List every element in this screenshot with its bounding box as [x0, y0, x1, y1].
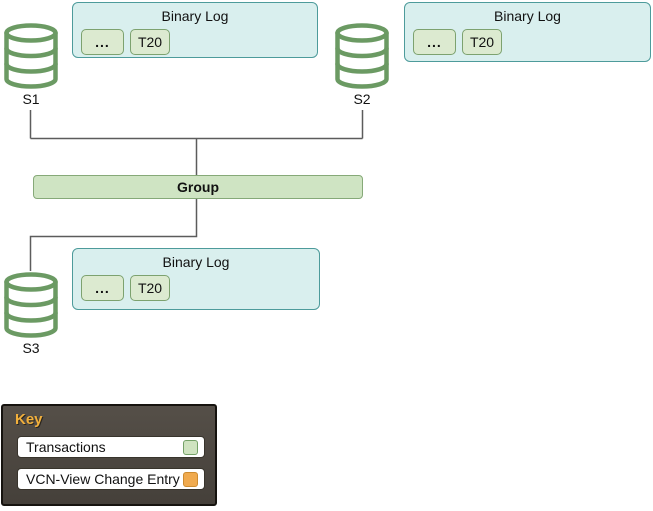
transaction-list: ... T20 [81, 29, 170, 55]
transactions-ellipsis-box: ... [413, 29, 456, 55]
key-item-transactions: Transactions [17, 436, 205, 458]
server-s1-label: S1 [22, 91, 40, 107]
transaction-list: ... T20 [413, 29, 502, 55]
group-box: Group [33, 175, 363, 199]
transactions-ellipsis-box: ... [81, 275, 124, 301]
binary-log-title: Binary Log [494, 8, 561, 24]
server-s2-label: S2 [353, 91, 371, 107]
binary-log-title: Binary Log [161, 8, 229, 24]
key-title: Key [15, 411, 43, 428]
binary-log-title: Binary Log [162, 254, 230, 270]
database-icon [4, 272, 58, 338]
binary-log-panel-s2: Binary Log ... T20 [404, 2, 651, 62]
key-item-label: VCN-View Change Entry [26, 471, 180, 487]
transactions-color-swatch [183, 439, 198, 455]
binary-log-panel-s1: Binary Log ... T20 [72, 2, 318, 58]
transaction-list: ... T20 [81, 275, 170, 301]
server-s1 [3, 23, 59, 89]
transaction-box-t20: T20 [130, 275, 170, 301]
key-panel: Key Transactions VCN-View Change Entry [1, 404, 217, 506]
database-icon [335, 23, 389, 89]
server-s2 [334, 23, 390, 89]
database-icon [4, 23, 58, 89]
key-item-vcn-view-change-entry: VCN-View Change Entry [17, 468, 205, 490]
transactions-ellipsis-box: ... [81, 29, 124, 55]
key-item-label: Transactions [26, 439, 106, 455]
transaction-box-t20: T20 [130, 29, 170, 55]
transaction-box-t20: T20 [462, 29, 502, 55]
server-s3 [3, 272, 59, 338]
vcn-view-change-color-swatch [183, 471, 198, 487]
binary-log-panel-s3: Binary Log ... T20 [72, 248, 320, 310]
server-s3-label: S3 [22, 340, 40, 356]
